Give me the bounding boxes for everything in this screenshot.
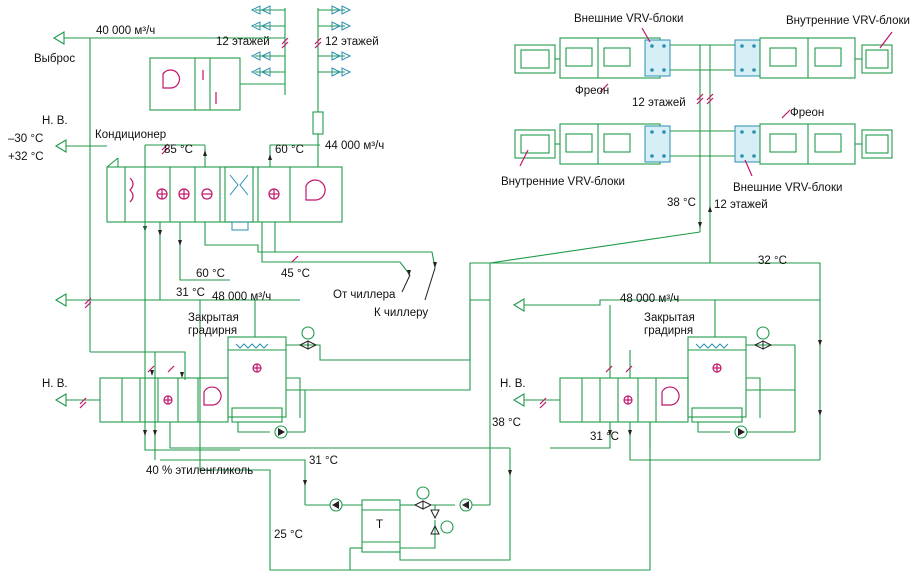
label-floors-vrv-bottom: 12 этажей	[714, 199, 768, 211]
label-glycol: 40 % этиленгликоль	[146, 465, 253, 477]
label-freon-mid: Фреон	[790, 107, 824, 119]
label-temp-32: 32 °С	[758, 255, 787, 267]
label-tower-right-1: Закрытая	[644, 312, 695, 324]
label-temp-85: 85 °С	[164, 144, 193, 156]
label-temp-38-mid: 38 °С	[492, 417, 521, 429]
label-temp-31-left: 31 °С	[176, 287, 205, 299]
exhaust-section	[52, 8, 286, 300]
label-temp-summer: +32 °С	[8, 151, 44, 163]
label-freon-top: Фреон	[575, 85, 609, 97]
label-from-chiller: От чиллера	[333, 289, 396, 301]
label-outdoor-air-3: Н. В.	[500, 378, 526, 390]
label-exhaust-flow: 40 000 м³/ч	[96, 25, 155, 37]
label-temp-winter: –30 °С	[8, 133, 43, 145]
label-to-chiller: К чиллеру	[374, 307, 428, 319]
label-conditioner: Кондиционер	[95, 129, 166, 141]
label-flow-48-left: 48 000 м³/ч	[212, 291, 271, 303]
label-exhaust: Выброс	[34, 53, 75, 65]
label-temp-31-mid: 31 °С	[309, 455, 338, 467]
vrv-risers	[489, 45, 714, 264]
label-vrv-indoor-top: Внутренние VRV-блоки	[786, 15, 910, 27]
label-tower-left-1: Закрытая	[188, 312, 239, 324]
riser-grilles-left	[250, 5, 289, 77]
diagram-labels: 40 000 м³/ч Выброс 12 этажей 12 этажей Н…	[8, 13, 910, 541]
label-temp-60-top: 60 °С	[275, 144, 304, 156]
label-temp-45: 45 °С	[281, 268, 310, 280]
label-vrv-indoor-bottom: Внутренние VRV-блоки	[501, 176, 625, 188]
label-tower-left-2: градирня	[188, 325, 237, 337]
riser-grilles-right	[312, 5, 352, 145]
label-floors-vrv-mid: 12 этажей	[632, 97, 686, 109]
label-temp-38-vrv: 38 °С	[667, 197, 696, 209]
label-temp-31-right: 31 °С	[590, 431, 619, 443]
label-outdoor-air-2: Н. В.	[42, 378, 68, 390]
label-hx: Т	[376, 519, 383, 531]
label-floors-right: 12 этажей	[325, 36, 379, 48]
air-handling-unit	[54, 139, 343, 231]
label-vrv-outdoor-top: Внешние VRV-блоки	[574, 13, 683, 25]
label-floors-left: 12 этажей	[216, 36, 270, 48]
label-supply-flow: 44 000 м³/ч	[325, 140, 384, 152]
label-temp-25: 25 °С	[274, 529, 303, 541]
label-outdoor-air-1: Н. В.	[42, 115, 68, 127]
left-tower-loop	[54, 222, 651, 571]
ahu-piping	[143, 143, 437, 301]
label-flow-48-right: 48 000 м³/ч	[620, 293, 679, 305]
right-tower-loop	[490, 262, 822, 461]
vrv-bottom-row	[514, 109, 893, 177]
label-temp-60-bottom: 60 °С	[196, 268, 225, 280]
heat-exchanger-block	[303, 263, 512, 570]
label-tower-right-2: градирня	[644, 325, 693, 337]
vrv-top-row	[514, 27, 893, 93]
label-vrv-outdoor-bottom: Внешние VRV-блоки	[733, 182, 842, 194]
